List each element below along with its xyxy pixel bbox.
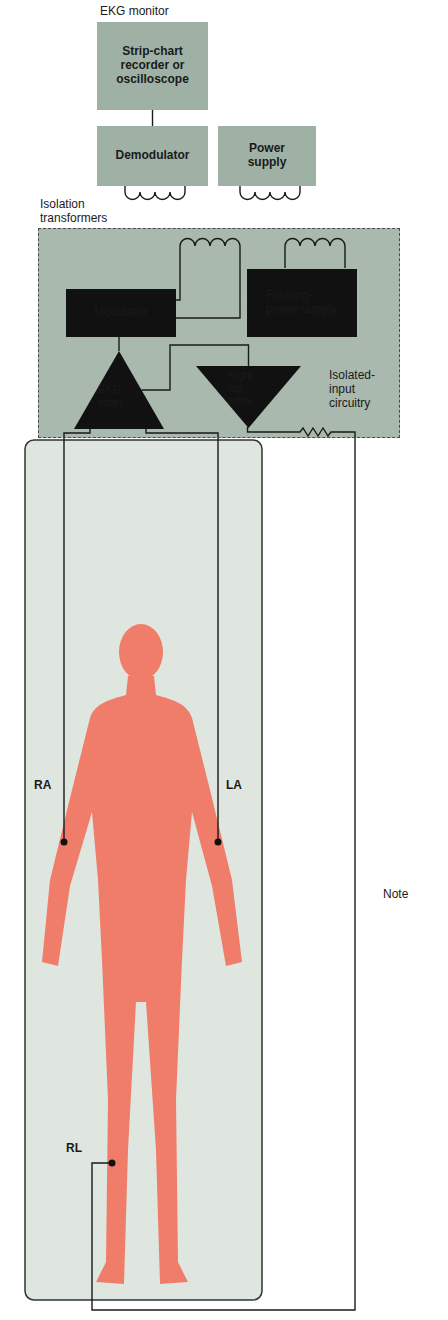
node-text: Right leg ampl. [228, 369, 270, 407]
process-box: Floating-power supply [247, 269, 357, 337]
node-text: Power supply [237, 142, 297, 170]
electrode-label: LA [226, 779, 242, 793]
connector-line [152, 110, 153, 126]
amplifier-triangle: EKG ampl. [74, 351, 164, 429]
electrodes [61, 839, 222, 1167]
connector-line [118, 337, 119, 351]
isolation-region: Isolated-input circuitry Modulator Floatin… [38, 228, 400, 438]
node-text: Strip-chart recorder or oscilloscope [110, 45, 196, 86]
note-label: Note [383, 888, 408, 902]
amplifier-triangle: Right leg ampl. [196, 366, 301, 428]
process-box: Demodulator [97, 126, 208, 186]
process-box: Power supply [218, 126, 316, 186]
node-text: Floating-power supply [266, 289, 338, 317]
human-figure [42, 624, 242, 1284]
electrode-label: RA [34, 779, 51, 793]
process-box: Strip-chart recorder or oscilloscope [97, 22, 208, 110]
isolated-ground [38, 228, 400, 438]
monitor-heading: EKG monitor [100, 5, 169, 19]
transformer-label: Isolation transformers [40, 198, 124, 226]
node-text: EKG ampl. [98, 383, 140, 408]
wires [64, 186, 355, 1310]
node-text: Demodulator [115, 149, 189, 163]
process-box: Modulator [66, 289, 176, 337]
patient-panel [25, 440, 262, 1300]
node-text: Modulator [94, 306, 147, 320]
node-text: Isolated-input circuitry [329, 369, 391, 410]
electrode-label: RL [66, 1142, 82, 1156]
